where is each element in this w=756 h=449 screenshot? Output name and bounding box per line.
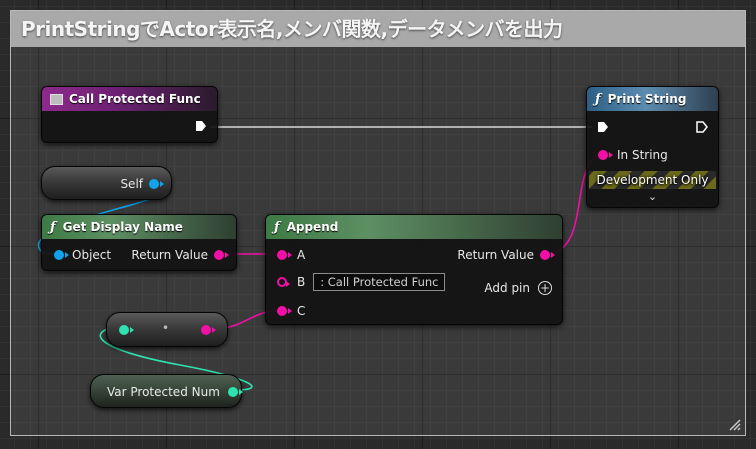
node-get-display-name[interactable]: ƒ Get Display Name Object Return Value	[41, 214, 237, 271]
exec-out-pin[interactable]	[195, 120, 207, 132]
node-self[interactable]: Self	[41, 166, 172, 200]
in-string-label: In String	[617, 148, 668, 162]
c-in-pin[interactable]	[277, 306, 292, 316]
node-header: Call Protected Func	[42, 87, 217, 111]
c-label: C	[297, 304, 306, 318]
in-string-pin[interactable]	[598, 150, 613, 160]
object-in-pin[interactable]	[54, 250, 69, 260]
chevron-down-icon[interactable]: ⌄	[647, 190, 658, 203]
add-pin-label: Add pin	[484, 281, 530, 295]
function-icon: ƒ	[50, 219, 56, 235]
node-var-protected-num[interactable]: Var Protected Num	[90, 374, 243, 408]
add-icon: +	[538, 281, 552, 295]
self-label: Self	[120, 177, 143, 191]
node-header: ƒ Print String	[587, 87, 718, 111]
node-title: Call Protected Func	[69, 92, 201, 106]
b-in-pin[interactable]	[277, 277, 290, 287]
node-append[interactable]: ƒ Append A B : Call Protected Func C Ret…	[265, 214, 563, 325]
return-value-out-pin[interactable]	[540, 250, 555, 260]
a-label: A	[297, 248, 306, 262]
int-in-pin[interactable]	[119, 325, 134, 335]
b-default-input[interactable]: : Call Protected Func	[313, 273, 446, 291]
function-icon: ƒ	[595, 91, 601, 107]
self-out-pin[interactable]	[149, 179, 164, 189]
development-only-banner: Development Only	[589, 171, 716, 189]
return-value-label: Return Value	[131, 248, 208, 262]
node-header: ƒ Append	[266, 215, 562, 239]
return-value-label: Return Value	[457, 248, 534, 262]
event-icon	[50, 93, 63, 105]
function-icon: ƒ	[274, 219, 280, 235]
add-pin-button[interactable]: Add pin +	[484, 281, 552, 295]
conversion-dot: •	[162, 321, 170, 335]
node-to-string[interactable]: •	[106, 312, 228, 347]
exec-in-pin[interactable]	[597, 121, 609, 133]
resize-grip-icon[interactable]	[727, 417, 741, 431]
b-label: B	[297, 275, 306, 289]
node-title: Print String	[607, 92, 687, 106]
development-only-label: Development Only	[596, 173, 709, 187]
object-label: Object	[72, 248, 112, 262]
node-print-string[interactable]: ƒ Print String In String Development Onl…	[586, 86, 719, 208]
var-out-pin[interactable]	[227, 387, 243, 397]
var-label: Var Protected Num	[107, 385, 220, 399]
node-call-protected-func[interactable]: Call Protected Func	[41, 86, 218, 143]
string-out-pin[interactable]	[201, 325, 216, 335]
node-title: Get Display Name	[62, 220, 183, 234]
a-in-pin[interactable]	[277, 250, 292, 260]
node-title: Append	[286, 220, 339, 234]
return-value-out-pin[interactable]	[214, 250, 229, 260]
exec-out-pin[interactable]	[696, 121, 708, 133]
comment-title[interactable]: PrintStringでActor表示名,メンバ関数,データメンバを出力	[11, 11, 745, 47]
node-header: ƒ Get Display Name	[42, 215, 236, 239]
